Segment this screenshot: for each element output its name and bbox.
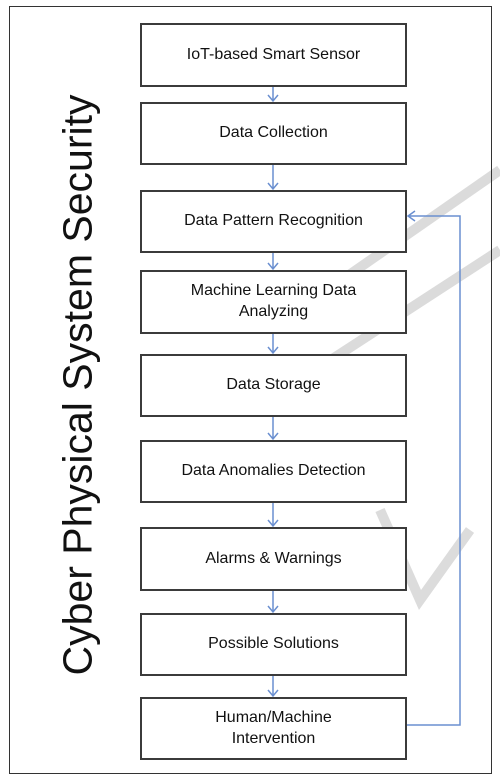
step-label: Possible Solutions [208,635,339,653]
step-data-storage: Data Storage [140,354,407,417]
step-label: Data Collection [219,124,328,142]
step-label: Data Anomalies Detection [181,462,366,480]
step-possible-solutions: Possible Solutions [140,613,407,676]
step-data-anomalies-detection: Data Anomalies Detection [140,440,407,503]
step-label: Data Pattern Recognition [184,212,363,230]
step-label: Data Storage [226,376,321,394]
step-human-machine-intervention: Human/Machine Intervention [140,697,407,760]
step-data-collection: Data Collection [140,102,407,165]
step-data-pattern-recognition: Data Pattern Recognition [140,190,407,253]
step-label: Human/Machine Intervention [215,708,332,747]
step-label: Machine Learning Data Analyzing [190,282,357,320]
step-label: IoT-based Smart Sensor [186,45,361,63]
step-iot-smart-sensor: IoT-based Smart Sensor [140,23,407,87]
step-alarms-warnings: Alarms & Warnings [140,527,407,591]
step-label: Alarms & Warnings [205,549,342,567]
step-ml-data-analyzing: Machine Learning Data Analyzing [140,270,407,334]
diagram-side-title: Cyber Physical System Security [54,94,101,676]
